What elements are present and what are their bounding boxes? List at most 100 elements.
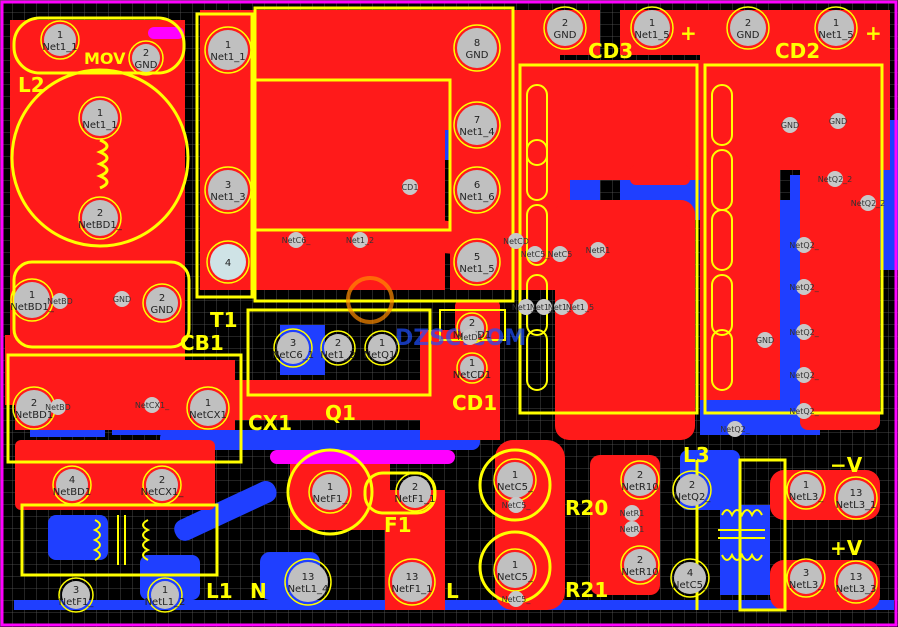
pad-number: 3	[73, 585, 79, 596]
pad-copper	[790, 562, 822, 594]
pad-ring	[453, 24, 501, 72]
pad-net-label: NetBD1	[53, 487, 91, 498]
pad-number: 1	[379, 338, 385, 349]
via-net-label: GND	[781, 121, 799, 130]
pad-net-label: Net1_5	[818, 30, 853, 41]
pad-ring	[142, 283, 182, 323]
via	[552, 246, 568, 262]
pad-copper	[838, 564, 874, 600]
pad-copper	[324, 334, 352, 362]
pad-net-label: Net1_3	[210, 192, 245, 203]
via-net-label: NetR1	[620, 509, 645, 518]
pad-net-label: NetL1_4	[288, 584, 329, 595]
pad-net-label: NetF1_	[313, 494, 349, 505]
label-l2: L2	[18, 73, 45, 97]
pad[interactable]: 4	[206, 240, 250, 284]
label-f1: F1	[384, 513, 412, 537]
pad-number: 1	[57, 30, 63, 41]
pad-ring	[78, 196, 122, 240]
via-net-label: NetC5_	[521, 250, 551, 259]
silkscreen-labels: L2 MOV T1 CB1 CX1 Q1 CD1 CD3 CD2 + + F1 …	[18, 21, 882, 603]
pad-number: 1	[29, 290, 35, 301]
pad-copper	[457, 170, 497, 210]
pad-net-label: NetBD1_	[78, 220, 122, 231]
pad-ring	[672, 470, 712, 510]
pad-number: 8	[474, 38, 480, 49]
via-net-label: Net1_5	[566, 303, 594, 312]
pad-copper	[288, 562, 328, 602]
pad-number: 1	[469, 358, 475, 369]
pad-net-label: Net1_5	[634, 30, 669, 41]
pad-copper	[457, 28, 497, 68]
via	[624, 505, 640, 521]
via	[402, 179, 418, 195]
pad-net-label: Net1_6	[459, 192, 494, 203]
pad-net-label: GND	[554, 30, 577, 41]
via-net-label: NetQ2_	[789, 241, 819, 250]
pad-net-label: NetF1_1	[394, 494, 435, 505]
pad-number: 1	[649, 18, 655, 29]
via	[860, 195, 876, 211]
pad-number: 2	[469, 318, 475, 329]
via	[462, 329, 478, 345]
pad-net-label: NetC5_	[672, 580, 709, 591]
pad-copper	[674, 562, 706, 594]
pad-net-label: Net1_1	[42, 42, 77, 53]
pads-layer[interactable]: 1Net1_12GND1Net1_12NetBD1_1Net1_13Net1_3…	[10, 6, 878, 613]
pad-copper	[497, 462, 533, 498]
pad-net-label: NetCX1	[189, 410, 227, 421]
pad-net-label: NetL3_3	[836, 584, 877, 595]
pad-copper	[277, 332, 309, 364]
pad-net-label: NetC6_1	[272, 350, 314, 361]
pad-copper	[62, 581, 90, 609]
pad-net-label: NetF1_1	[391, 584, 432, 595]
via	[144, 397, 160, 413]
pad-net-label: NetF1_	[59, 597, 95, 608]
pad-net-label: NetCX1_	[141, 487, 185, 498]
pad-number: 2	[97, 208, 103, 219]
pad-ring	[453, 101, 501, 149]
via-net-label: NetQ2_	[789, 283, 819, 292]
